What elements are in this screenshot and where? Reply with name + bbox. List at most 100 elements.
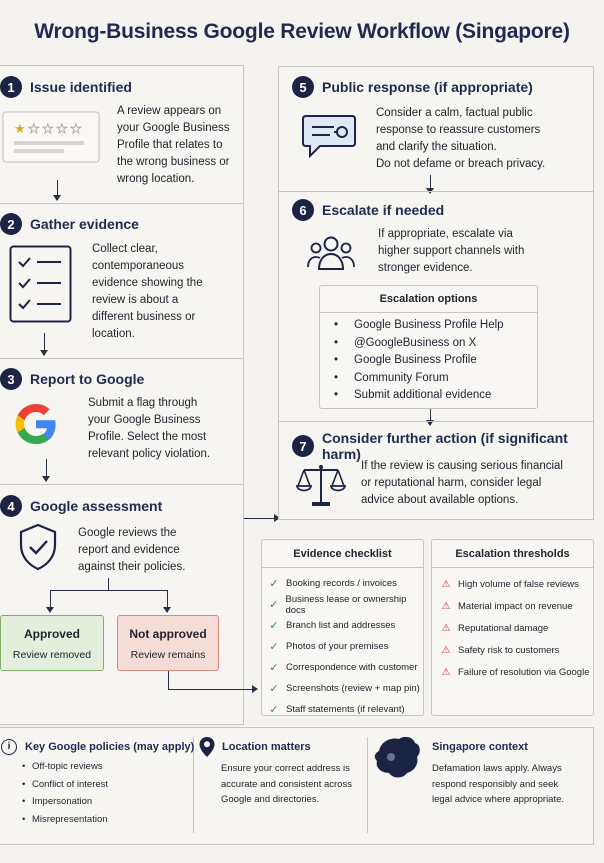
- divider-2: [0, 358, 244, 359]
- step-6-text: If appropriate, escalate via higher supp…: [378, 228, 525, 274]
- info-icon: i: [1, 739, 17, 755]
- check-icon: ✓: [269, 578, 279, 590]
- arrow-to-not-approved: [163, 590, 171, 613]
- evidence-checklist-card: Evidence checklist ✓Booking records / in…: [261, 539, 424, 716]
- policies-title: Key Google policies (may apply): [25, 741, 195, 753]
- step-7-text: If the review is causing serious financi…: [361, 460, 563, 506]
- not-approved-title: Not approved: [129, 627, 207, 641]
- threshold-item: ⚠High volume of false reviews: [441, 578, 579, 590]
- not-approved-box: Not approved Review remains: [117, 615, 219, 671]
- review-stars-icon: ★ ★ ★ ★ ★: [2, 111, 102, 167]
- arrow-1-2: [53, 180, 61, 201]
- singapore-map-icon: [371, 733, 423, 783]
- evidence-item: ✓Business lease or ownership docs: [269, 593, 407, 616]
- step-3-text: Submit a flag through your Google Busine…: [88, 397, 211, 460]
- step-6-header: 6 Escalate if needed: [292, 199, 444, 221]
- step-2-header: 2 Gather evidence: [0, 213, 139, 235]
- location-pin-icon: [198, 736, 216, 758]
- approved-sub: Review removed: [12, 649, 92, 661]
- step-5-title: Public response (if appropriate): [322, 79, 533, 95]
- divider-6: [278, 421, 594, 422]
- check-icon: ✓: [269, 683, 279, 695]
- arrow-to-approved: [46, 590, 54, 613]
- warning-icon: ⚠: [441, 622, 451, 634]
- warning-icon: ⚠: [441, 666, 451, 678]
- warning-icon: ⚠: [441, 600, 451, 612]
- escalation-options-list: Google Business Profile Help @GoogleBusi…: [320, 317, 537, 405]
- check-icon: ✓: [269, 662, 279, 674]
- evidence-item: ✓Booking records / invoices: [269, 578, 397, 590]
- evidence-checklist-title: Evidence checklist: [293, 548, 392, 560]
- threshold-item: ⚠Material impact on revenue: [441, 600, 573, 612]
- divider-3: [0, 484, 244, 485]
- step-2-number: 2: [0, 213, 22, 235]
- policy-item: Misrepresentation: [20, 811, 108, 829]
- policy-item: Conflict of interest: [20, 776, 108, 794]
- step-1-header: 1 Issue identified: [0, 76, 132, 98]
- connector-arrowhead: [252, 685, 258, 693]
- approved-box: Approved Review removed: [0, 615, 104, 671]
- divider-1: [0, 203, 244, 204]
- threshold-item: ⚠Failure of resolution via Google: [441, 666, 590, 678]
- step-1-text: A review appears on your Google Business…: [117, 105, 230, 185]
- divider-5: [278, 191, 594, 192]
- step-5-text: Consider a calm, factual public response…: [376, 105, 551, 173]
- arrow-3-4: [42, 459, 50, 482]
- bottom-divider-2: [367, 737, 368, 833]
- connector-down: [168, 671, 169, 689]
- step-5-text-caution: Do not defame or breach privacy.: [376, 158, 546, 170]
- step-6-title: Escalate if needed: [322, 202, 445, 218]
- connector-4-7: [244, 518, 276, 519]
- evidence-item: ✓Photos of your premises: [269, 641, 389, 653]
- branch-vertical: [108, 578, 109, 590]
- escalation-option: @GoogleBusiness on X: [320, 335, 537, 353]
- escalation-options-box: Escalation options Google Business Profi…: [319, 285, 538, 409]
- checklist-icon: [9, 245, 73, 323]
- step-2-title: Gather evidence: [30, 216, 139, 232]
- shield-check-icon: [18, 523, 58, 571]
- step-7-title: Consider further action (if significant …: [322, 430, 568, 462]
- evidence-item: ✓Screenshots (review + map pin): [269, 683, 420, 695]
- escalation-option: Google Business Profile Help: [320, 317, 537, 335]
- step-4-text: Google reviews the report and evidence a…: [78, 527, 186, 573]
- not-approved-sub: Review remains: [130, 649, 206, 661]
- threshold-item: ⚠Safety risk to customers: [441, 644, 560, 656]
- location-text: Ensure your correct address is accurate …: [221, 763, 352, 805]
- warning-icon: ⚠: [441, 578, 451, 590]
- svg-text:★: ★: [70, 122, 82, 137]
- approved-title: Approved: [23, 627, 80, 641]
- evidence-item: ✓Correspondence with customer: [269, 662, 418, 674]
- step-1-number: 1: [0, 76, 22, 98]
- singapore-text: Defamation laws apply. Always respond re…: [432, 763, 565, 805]
- warning-icon: ⚠: [441, 644, 451, 656]
- step-1-title: Issue identified: [30, 79, 132, 95]
- escalation-thresholds-title: Escalation thresholds: [455, 548, 570, 560]
- step-5-text-main: Consider a calm, factual public response…: [376, 107, 541, 153]
- escalation-option: Submit additional evidence: [320, 387, 537, 405]
- people-group-icon: [306, 233, 356, 273]
- step-4-number: 4: [0, 495, 22, 517]
- arrow-2-3: [40, 333, 48, 356]
- step-3-header: 3 Report to Google: [0, 368, 144, 390]
- check-icon: ✓: [269, 620, 279, 632]
- singapore-title: Singapore context: [432, 741, 528, 753]
- svg-text:★: ★: [42, 122, 54, 137]
- check-icon: ✓: [269, 704, 279, 716]
- page-title: Wrong-Business Google Review Workflow (S…: [34, 20, 570, 43]
- check-icon: ✓: [269, 641, 279, 653]
- policies-list: Off-topic reviews Conflict of interest I…: [20, 758, 108, 828]
- step-4-title: Google assessment: [30, 498, 163, 514]
- arrow-6-7: [426, 409, 434, 426]
- scales-of-justice-icon: [295, 462, 347, 508]
- escalation-options-title: Escalation options: [379, 293, 478, 305]
- svg-text:★: ★: [14, 122, 26, 137]
- step-6-number: 6: [292, 199, 314, 221]
- step-5-header: 5 Public response (if appropriate): [292, 76, 533, 98]
- bottom-divider-1: [193, 737, 194, 833]
- step-4-header: 4 Google assessment: [0, 495, 162, 517]
- escalation-option: Google Business Profile: [320, 352, 537, 370]
- svg-text:★: ★: [56, 122, 68, 137]
- connector-right: [168, 689, 254, 690]
- threshold-item: ⚠Reputational damage: [441, 622, 549, 634]
- svg-text:★: ★: [28, 122, 40, 137]
